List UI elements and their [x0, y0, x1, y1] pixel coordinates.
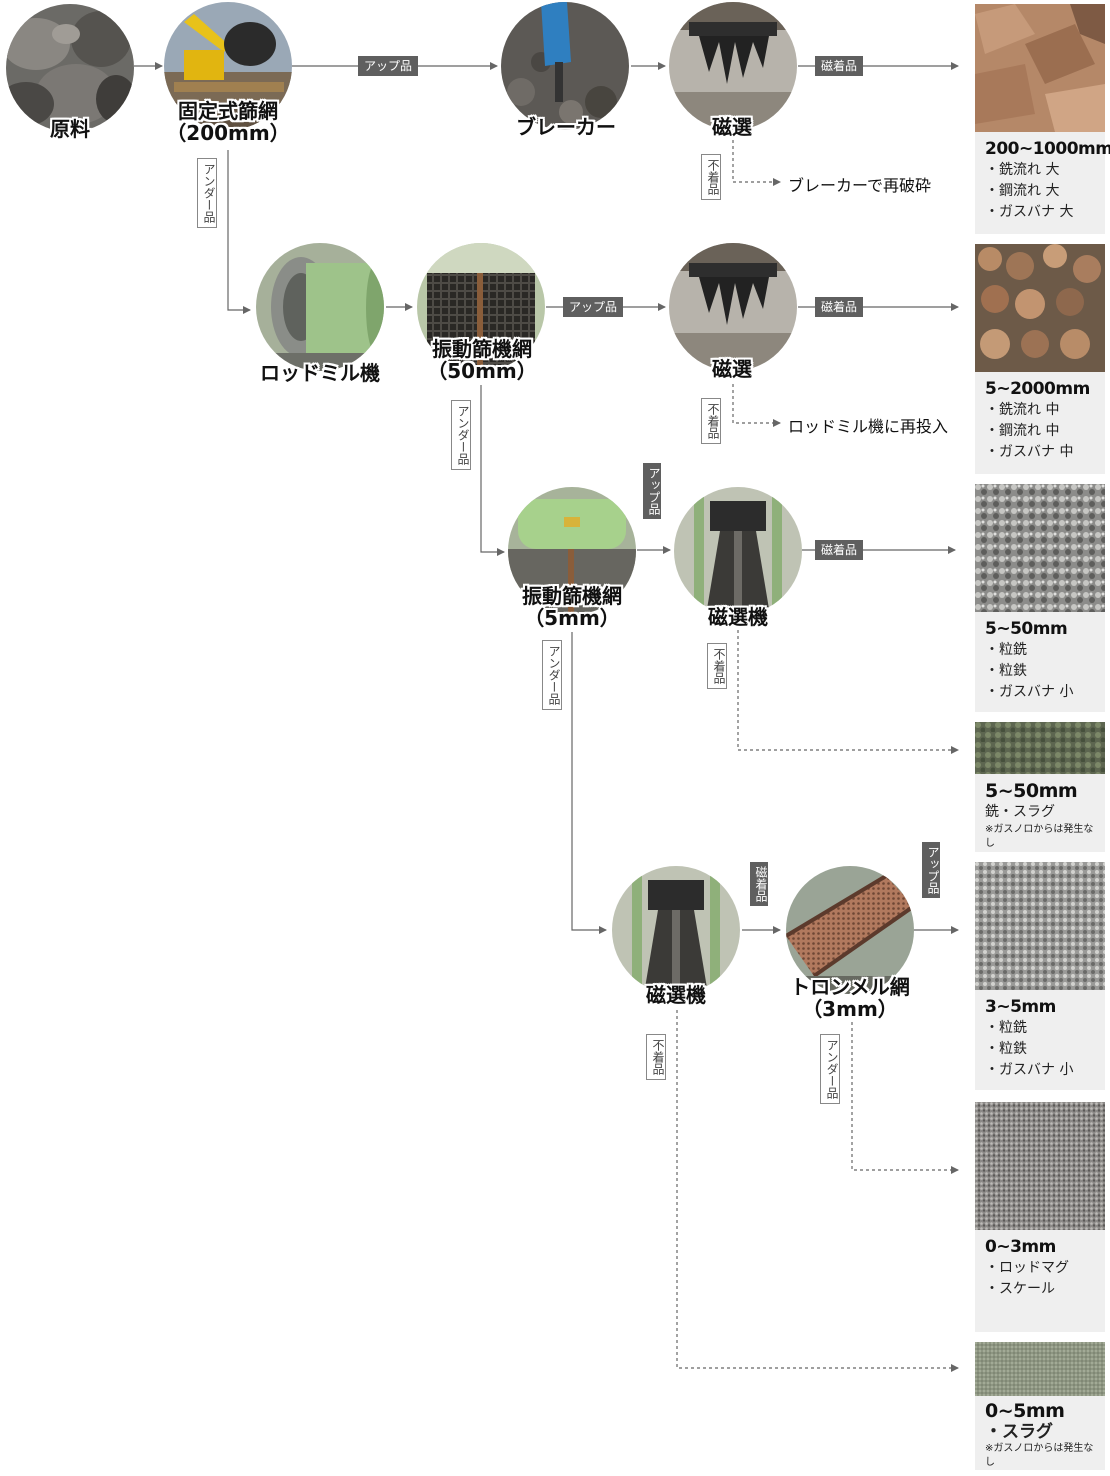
- magnetic-separator-1-photo: [674, 487, 802, 615]
- product-6-photo: [975, 1102, 1105, 1230]
- fixed-screen-photo: [164, 2, 292, 130]
- product-1-item-2: ・鋼流れ 大: [985, 183, 1060, 199]
- product-3-item-1: ・粒銑: [985, 642, 1027, 658]
- product-7-size: 0~5mm: [985, 1400, 1065, 1422]
- product-5-item-3: ・ガスバナ 小: [985, 1062, 1074, 1078]
- tag-under-2: アンダー品: [451, 400, 471, 470]
- magnet-1-photo: [669, 2, 797, 130]
- product-5-item-1: ・粒銑: [985, 1020, 1027, 1036]
- node-label-vib5: 振動篩機網 （5mm）: [522, 584, 622, 630]
- tag-attached-4: 磁着品: [750, 862, 768, 906]
- arrow-trommel-under-to-product6: [851, 1022, 959, 1174]
- magnetic-separator-2-photo: [612, 866, 740, 994]
- arrow-mag1-rebreak: [732, 140, 781, 186]
- product-4-photo: [975, 722, 1105, 774]
- node-label-magsep2: 磁選機: [646, 983, 706, 1007]
- product-3-size: 5~50mm: [985, 619, 1068, 639]
- arrow-vib5-under-to-magsep2: [571, 632, 607, 934]
- arrow-vib50-under-to-vib5: [480, 385, 505, 556]
- product-2-item-2: ・鋼流れ 中: [985, 423, 1060, 439]
- trommel-photo: [786, 866, 914, 994]
- node-label-magsep1: 磁選機: [708, 605, 768, 629]
- product-6-item-1: ・ロッドマグ: [985, 1260, 1069, 1276]
- tag-under-4: アンダー品: [820, 1034, 840, 1104]
- product-6-size: 0~3mm: [985, 1237, 1056, 1257]
- node-label-mag2: 磁選: [712, 357, 752, 381]
- product-6-item-2: ・スケール: [985, 1281, 1055, 1297]
- node-label-trommel: トロンメル網 （3mm）: [790, 975, 910, 1021]
- product-panel-1: 200~1000mm ・銑流れ 大 ・鋼流れ 大 ・ガスバナ 大: [975, 4, 1110, 234]
- product-2-item-3: ・ガスバナ 中: [985, 444, 1074, 460]
- tag-up-4: アップ品: [922, 842, 940, 898]
- tag-up-2: アップ品: [563, 297, 624, 317]
- tag-not-attached-4: 不着品: [646, 1034, 666, 1080]
- raw-material-photo: [6, 4, 134, 132]
- product-5-item-2: ・粒鉄: [985, 1041, 1027, 1057]
- product-5-size: 3~5mm: [985, 997, 1056, 1017]
- rodmill-photo: [256, 243, 384, 371]
- product-panel-6: 0~3mm ・ロッドマグ ・スケール: [975, 1102, 1105, 1332]
- tag-up-3: アップ品: [643, 463, 661, 519]
- note-reinput: ロッドミル機に再投入: [788, 417, 949, 436]
- node-label-rodmill: ロッドミル機: [260, 361, 380, 385]
- tag-under-3: アンダー品: [542, 640, 562, 710]
- product-4-note: ※ガスノロからは発生なし: [985, 824, 1094, 849]
- arrow-magsep2-notattached-to-product7: [676, 1010, 959, 1372]
- product-2-size: 5~2000mm: [985, 379, 1090, 399]
- node-label-vib50: 振動篩機網 （50mm）: [427, 337, 537, 383]
- tag-attached-2: 磁着品: [815, 297, 864, 317]
- node-label-mag1: 磁選: [712, 115, 752, 139]
- product-7-note: ※ガスノロからは発生なし: [985, 1443, 1094, 1468]
- product-1-item-3: ・ガスバナ 大: [985, 204, 1074, 220]
- product-3-item-3: ・ガスバナ 小: [985, 684, 1074, 700]
- tag-not-attached-3: 不着品: [707, 643, 727, 689]
- tag-up-1: アップ品: [358, 56, 419, 76]
- tag-not-attached-2: 不着品: [701, 398, 721, 444]
- vib-screen-5-photo: [508, 487, 636, 615]
- product-5-photo: [975, 862, 1105, 990]
- tag-attached-3: 磁着品: [815, 540, 864, 560]
- product-panel-4: 5~50mm 銑・スラグ ※ガスノロからは発生なし: [975, 722, 1105, 852]
- product-3-item-2: ・粒鉄: [985, 663, 1027, 679]
- product-4-item-1: 銑・スラグ: [985, 804, 1055, 820]
- arrow-screen-under-to-rodmill: [227, 150, 251, 314]
- note-rebreak: ブレーカーで再破砕: [788, 176, 932, 195]
- product-4-size: 5~50mm: [985, 780, 1078, 802]
- arrow-magsep1-notattached-to-product4: [737, 630, 959, 754]
- product-panel-5: 3~5mm ・粒銑 ・粒鉄 ・ガスバナ 小: [975, 862, 1105, 1090]
- breaker-photo: [501, 2, 629, 130]
- product-7-item-1: ・スラグ: [985, 1422, 1053, 1442]
- product-3-photo: [975, 484, 1105, 612]
- product-2-photo: [975, 244, 1105, 372]
- product-1-photo: [975, 4, 1105, 132]
- node-label-fixed-screen: 固定式篩網 （200mm）: [166, 99, 290, 145]
- tag-not-attached-1: 不着品: [701, 154, 721, 200]
- arrow-mag2-reinput: [732, 384, 781, 427]
- node-label-raw: 原料: [50, 117, 90, 141]
- product-panel-7: 0~5mm ・スラグ ※ガスノロからは発生なし: [975, 1342, 1105, 1470]
- tag-under-1: アンダー品: [197, 158, 217, 228]
- node-label-breaker: ブレーカー: [516, 115, 616, 139]
- product-2-item-1: ・銑流れ 中: [985, 402, 1060, 418]
- tag-attached-1: 磁着品: [815, 56, 864, 76]
- product-7-photo: [975, 1342, 1105, 1396]
- magnet-2-photo: [669, 243, 797, 371]
- product-panel-2: 5~2000mm ・銑流れ 中 ・鋼流れ 中 ・ガスバナ 中: [975, 244, 1105, 474]
- product-panel-3: 5~50mm ・粒銑 ・粒鉄 ・ガスバナ 小: [975, 484, 1105, 712]
- product-1-size: 200~1000mm: [985, 139, 1110, 159]
- product-1-item-1: ・銑流れ 大: [985, 162, 1060, 178]
- vib-screen-50-photo: [417, 243, 545, 371]
